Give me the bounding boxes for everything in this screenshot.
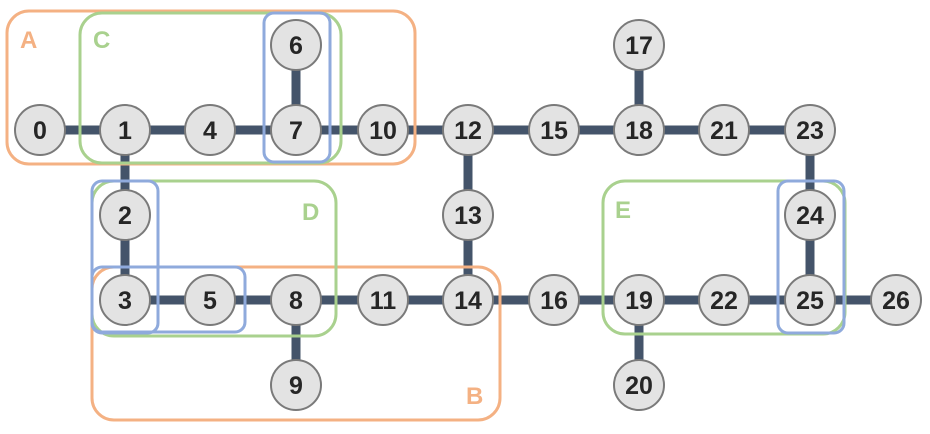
node-circle: [698, 104, 750, 156]
region-blue-box: [90, 265, 247, 334]
node-0: 0: [14, 104, 66, 156]
node-14: 14: [442, 274, 494, 326]
node-9: 9: [270, 359, 322, 411]
node-label: 26: [882, 287, 910, 315]
node-label: 20: [625, 372, 653, 400]
node-22: 22: [698, 274, 750, 326]
node-label: 18: [625, 117, 653, 145]
node-circle: [99, 104, 151, 156]
node-circle: [613, 104, 665, 156]
node-label: 17: [625, 32, 653, 60]
region-c-label: C: [93, 27, 110, 54]
node-20: 20: [613, 359, 665, 411]
node-circle: [442, 189, 494, 241]
node-label: 25: [796, 287, 824, 315]
node-label: 1: [118, 117, 132, 145]
node-25: 25: [784, 274, 836, 326]
node-label: 10: [369, 117, 397, 145]
node-26: 26: [870, 274, 922, 326]
node-label: 3: [118, 287, 132, 315]
regions-layer: A B C D E: [5, 9, 847, 422]
region-blue-box: [776, 179, 846, 335]
node-13: 13: [442, 189, 494, 241]
node-circle: [270, 19, 322, 71]
region-c-box: [78, 11, 343, 165]
node-label: 19: [625, 287, 653, 315]
node-circle: [99, 189, 151, 241]
node-23: 23: [784, 104, 836, 156]
node-label: 8: [289, 287, 303, 315]
node-1: 1: [99, 104, 151, 156]
node-label: 12: [454, 117, 482, 145]
node-21: 21: [698, 104, 750, 156]
node-label: 14: [454, 287, 482, 315]
node-19: 19: [613, 274, 665, 326]
region-b-label: B: [466, 383, 483, 410]
node-12: 12: [442, 104, 494, 156]
node-label: 5: [203, 287, 217, 315]
node-3: 3: [99, 274, 151, 326]
region-a-label: A: [20, 27, 37, 54]
node-circle: [613, 274, 665, 326]
node-label: 13: [454, 202, 482, 230]
node-label: 0: [33, 117, 47, 145]
region-d-label: D: [302, 199, 319, 226]
node-circle: [613, 359, 665, 411]
node-circle: [784, 189, 836, 241]
node-circle: [698, 274, 750, 326]
node-label: 21: [710, 117, 738, 145]
node-8: 8: [270, 274, 322, 326]
node-15: 15: [528, 104, 580, 156]
node-6: 6: [270, 19, 322, 71]
node-circle: [784, 104, 836, 156]
node-circle: [784, 274, 836, 326]
node-circle: [184, 274, 236, 326]
node-circle: [357, 104, 409, 156]
node-label: 4: [203, 117, 217, 145]
node-circle: [184, 104, 236, 156]
node-18: 18: [613, 104, 665, 156]
node-label: 24: [796, 202, 824, 230]
node-circle: [270, 359, 322, 411]
node-circle: [528, 274, 580, 326]
node-4: 4: [184, 104, 236, 156]
region-b-box: [90, 265, 502, 422]
node-label: 6: [289, 32, 303, 60]
node-5: 5: [184, 274, 236, 326]
node-24: 24: [784, 189, 836, 241]
node-label: 22: [710, 287, 738, 315]
node-circle: [99, 274, 151, 326]
node-circle: [442, 274, 494, 326]
region-e-label: E: [615, 197, 631, 224]
node-label: 23: [796, 117, 824, 145]
node-11: 11: [357, 274, 409, 326]
node-17: 17: [613, 19, 665, 71]
node-7: 7: [270, 104, 322, 156]
node-circle: [270, 104, 322, 156]
node-label: 11: [370, 287, 397, 315]
node-label: 2: [118, 202, 132, 230]
node-circle: [270, 274, 322, 326]
node-circle: [870, 274, 922, 326]
node-circle: [14, 104, 66, 156]
node-label: 16: [540, 287, 568, 315]
node-circle: [442, 104, 494, 156]
node-circle: [357, 274, 409, 326]
node-label: 9: [289, 372, 303, 400]
node-label: 15: [540, 117, 568, 145]
region-blue-box: [262, 11, 332, 164]
node-10: 10: [357, 104, 409, 156]
node-circle: [613, 19, 665, 71]
node-2: 2: [99, 189, 151, 241]
node-16: 16: [528, 274, 580, 326]
node-circle: [528, 104, 580, 156]
node-label: 7: [289, 117, 303, 145]
